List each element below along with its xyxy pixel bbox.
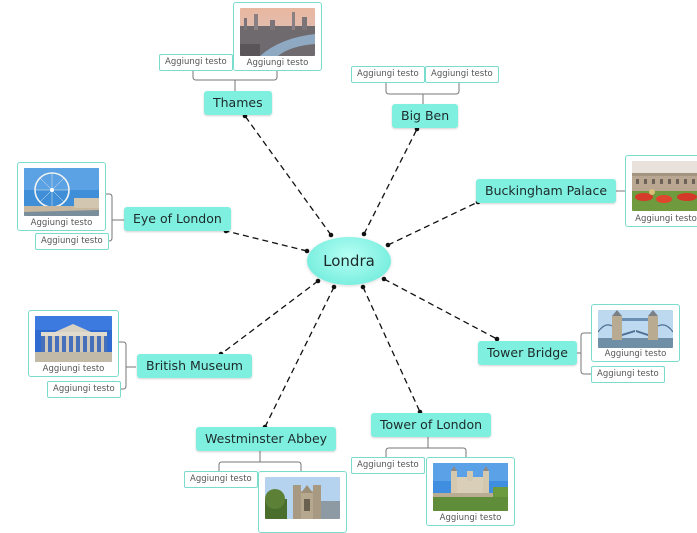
topic-eye-of-london[interactable]: Eye of London (124, 207, 231, 231)
connector-tower-bridge (383, 278, 498, 340)
image-subtopic-buckingham[interactable]: Aggiungi testo (625, 155, 697, 227)
topic-buckingham-palace[interactable]: Buckingham Palace (476, 179, 617, 203)
subtopic-add-text[interactable]: Aggiungi testo (35, 233, 109, 250)
thames-photo (240, 8, 315, 56)
image-subtopic-tower-bridge[interactable]: Aggiungi testo (591, 304, 680, 362)
image-subtopic-westminster-abbey[interactable] (258, 471, 347, 533)
connector-buckingham (387, 201, 479, 246)
subtopic-add-text[interactable]: Aggiungi testo (351, 66, 425, 83)
london-eye-photo (24, 168, 99, 216)
image-subtopic-british-museum[interactable]: Aggiungi testo (28, 310, 119, 377)
connector-westminster (264, 286, 335, 428)
image-caption: Aggiungi testo (635, 214, 697, 224)
connector-eye (225, 230, 308, 252)
central-topic-londra[interactable]: Londra (307, 237, 391, 285)
connector-thames (244, 115, 332, 236)
topic-thames[interactable]: Thames (204, 91, 272, 115)
topic-big-ben[interactable]: Big Ben (392, 104, 459, 128)
topic-tower-of-london[interactable]: Tower of London (371, 413, 492, 437)
connector-tower-london (362, 286, 421, 413)
westminster-abbey-photo (265, 477, 340, 519)
connector-layer (103, 70, 625, 472)
image-caption: Aggiungi testo (246, 58, 309, 68)
connector-british-museum (220, 280, 319, 355)
image-subtopic-thames[interactable]: Aggiungi testo (233, 2, 322, 71)
subtopic-add-text[interactable]: Aggiungi testo (159, 54, 233, 71)
connector-big-ben (363, 128, 418, 235)
topic-british-museum[interactable]: British Museum (137, 354, 252, 378)
image-caption: Aggiungi testo (42, 364, 105, 374)
image-subtopic-eye-of-london[interactable]: Aggiungi testo (17, 162, 106, 231)
british-museum-photo (35, 316, 112, 362)
subtopic-add-text[interactable]: Aggiungi testo (351, 457, 425, 474)
subtopic-add-text[interactable]: Aggiungi testo (184, 471, 258, 488)
image-caption: Aggiungi testo (30, 218, 93, 228)
buckingham-photo (632, 161, 697, 211)
tower-of-london-photo (433, 463, 508, 511)
subtopic-add-text[interactable]: Aggiungi testo (591, 366, 665, 383)
image-caption: Aggiungi testo (604, 349, 667, 359)
image-caption: Aggiungi testo (439, 513, 502, 523)
image-subtopic-tower-of-london[interactable]: Aggiungi testo (426, 457, 515, 526)
subtopic-add-text[interactable]: Aggiungi testo (47, 381, 121, 398)
subtopic-add-text[interactable]: Aggiungi testo (425, 66, 499, 83)
topic-westminster-abbey[interactable]: Westminster Abbey (196, 427, 337, 451)
tower-bridge-photo (598, 310, 673, 348)
topic-tower-bridge[interactable]: Tower Bridge (478, 341, 577, 365)
